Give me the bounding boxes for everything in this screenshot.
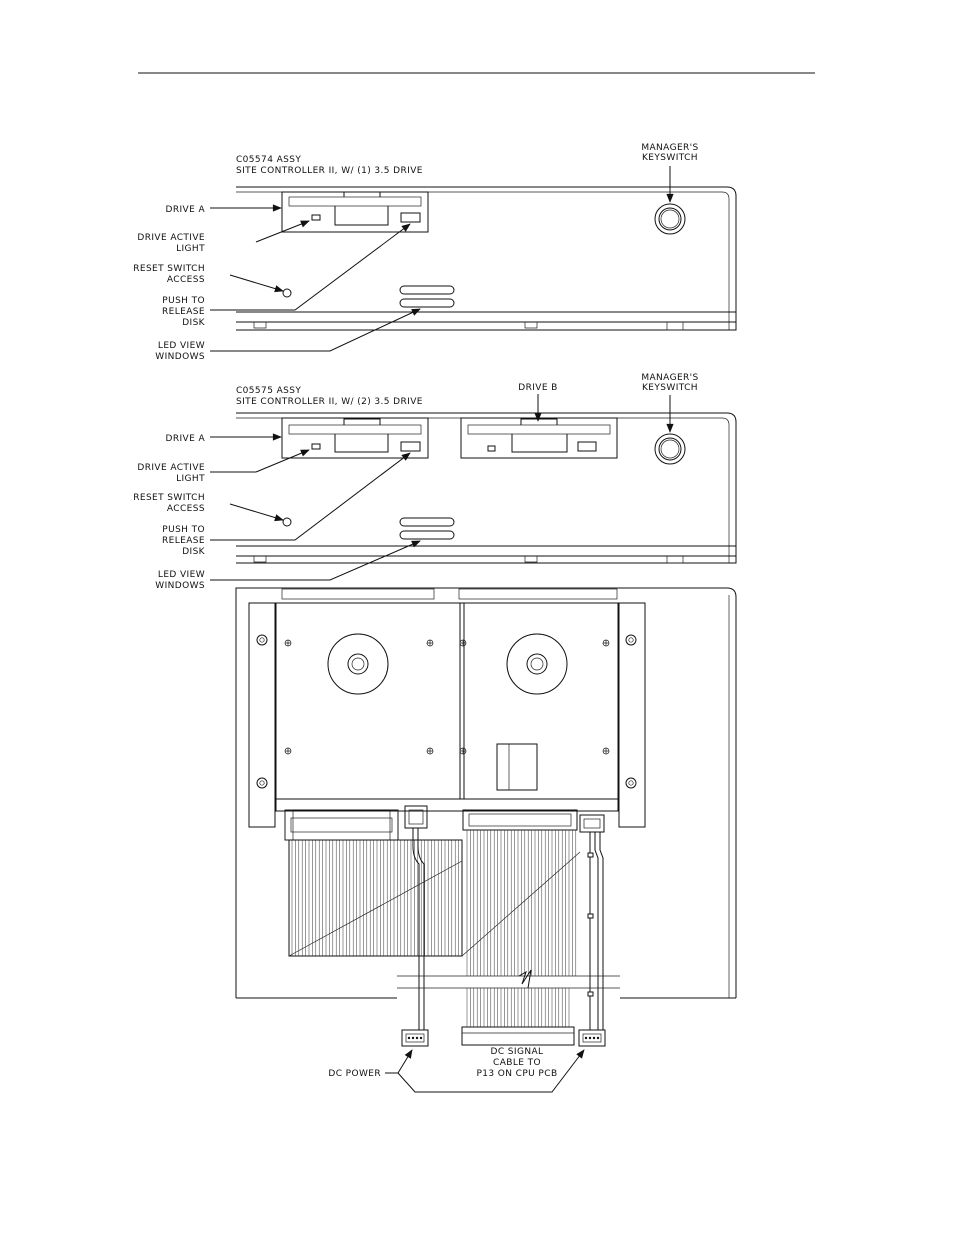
board-screw <box>426 747 434 755</box>
led-view-window <box>399 298 455 308</box>
assembly1-keyswitch-label-1: MANAGER'S <box>641 143 698 153</box>
drive-a-ribbon-cable <box>291 840 459 956</box>
assembly1-keyswitch-label-2: KEYSWITCH <box>642 153 698 163</box>
led-view-window <box>399 530 455 540</box>
label-signal-3: P13 ON CPU PCB <box>476 1069 557 1079</box>
led-view-window <box>399 285 455 295</box>
label-push-1: PUSH TO <box>162 525 205 535</box>
label-signal-1: DC SIGNAL <box>491 1047 544 1057</box>
drive-b-body-top <box>459 602 619 800</box>
board-screw <box>602 747 610 755</box>
reset-switch-hole <box>282 288 292 298</box>
assembly2-keyswitch-label-1: MANAGER'S <box>641 373 698 383</box>
rail-screw <box>256 634 268 646</box>
drive-b-spindle <box>506 633 568 695</box>
drive-b-ribbon-cable <box>466 830 577 976</box>
label-led-1: LED VIEW <box>158 570 205 580</box>
rail-screw <box>625 634 637 646</box>
drive-b-floppy <box>460 417 618 459</box>
label-led-1: LED VIEW <box>158 341 205 351</box>
label-drive-active-1: DRIVE ACTIVE <box>137 463 205 473</box>
interior-top-view: DC POWER DC SIGNAL CABLE TO P13 ON CPU P… <box>235 587 737 1093</box>
board-screw <box>284 639 292 647</box>
board-screw <box>459 639 467 647</box>
label-dc-power: DC POWER <box>328 1069 381 1079</box>
label-reset-2: ACCESS <box>167 275 205 285</box>
label-reset-2: ACCESS <box>167 504 205 514</box>
board-screw <box>426 639 434 647</box>
dc-power-plug <box>401 1029 429 1047</box>
label-reset-1: RESET SWITCH <box>133 264 205 274</box>
label-drive-a: DRIVE A <box>166 205 206 215</box>
drive-a-eject-button <box>400 212 421 223</box>
label-push-2: RELEASE <box>162 536 205 546</box>
board-screw <box>602 639 610 647</box>
label-drive-a: DRIVE A <box>166 434 206 444</box>
label-drive-active-2: LIGHT <box>176 474 205 484</box>
label-signal-2: CABLE TO <box>493 1058 541 1068</box>
dc-power-plug <box>578 1029 606 1047</box>
managers-keyswitch <box>654 433 686 465</box>
drive-a-active-light <box>311 443 321 450</box>
assembly1-title-line2: SITE CONTROLLER II, W/ (1) 3.5 DRIVE <box>236 166 423 176</box>
assembly2-drive-b-label: DRIVE B <box>518 383 558 393</box>
assembly2-title-line1: C05575 ASSY <box>236 386 301 396</box>
board-screw <box>284 747 292 755</box>
rail-screw <box>256 777 268 789</box>
assembly2-keyswitch-label-2: KEYSWITCH <box>642 383 698 393</box>
assembly-single-drive: C05574 ASSY SITE CONTROLLER II, W/ (1) 3… <box>133 143 737 362</box>
label-drive-active-2: LIGHT <box>176 244 205 254</box>
drive-a-power-connector <box>404 805 428 829</box>
assembly1-title-line1: C05574 ASSY <box>236 155 301 165</box>
label-push-1: PUSH TO <box>162 296 205 306</box>
drive-a-eject-button <box>400 441 421 452</box>
label-led-2: WINDOWS <box>155 352 205 362</box>
drive-a-floppy <box>281 417 429 459</box>
drive-a-floppy <box>281 191 429 233</box>
drive-b-motor-block <box>496 743 538 791</box>
managers-keyswitch <box>654 203 686 235</box>
drive-b-power-connector <box>579 814 605 833</box>
signal-ribbon-cable-lower <box>466 988 570 1027</box>
drive-b-active-light <box>487 445 496 452</box>
led-view-window <box>399 517 455 527</box>
enclosure-outline <box>235 587 737 998</box>
front-panel-outline <box>236 186 737 331</box>
drive-b-ribbon-connector <box>462 809 578 831</box>
front-panel-outline <box>236 412 737 564</box>
label-led-2: WINDOWS <box>155 581 205 591</box>
drive-a-active-light <box>311 214 321 221</box>
label-drive-active-1: DRIVE ACTIVE <box>137 233 205 243</box>
cable-break-lines <box>397 969 620 989</box>
label-push-3: DISK <box>182 318 205 328</box>
reset-switch-hole <box>282 517 292 527</box>
drive-a-body-top <box>275 602 465 800</box>
rail-screw <box>625 777 637 789</box>
board-screw <box>459 747 467 755</box>
drive-a-spindle <box>327 633 389 695</box>
label-push-2: RELEASE <box>162 307 205 317</box>
label-reset-1: RESET SWITCH <box>133 493 205 503</box>
signal-cable-end-connector <box>461 1026 575 1046</box>
drive-a-ribbon-connector <box>284 809 399 841</box>
dc-power-wires <box>412 828 604 1030</box>
drive-b-eject-button <box>577 441 597 452</box>
label-push-3: DISK <box>182 547 205 557</box>
assembly-dual-drive: C05575 ASSY SITE CONTROLLER II, W/ (2) 3… <box>133 373 737 591</box>
assembly2-title-line2: SITE CONTROLLER II, W/ (2) 3.5 DRIVE <box>236 397 423 407</box>
